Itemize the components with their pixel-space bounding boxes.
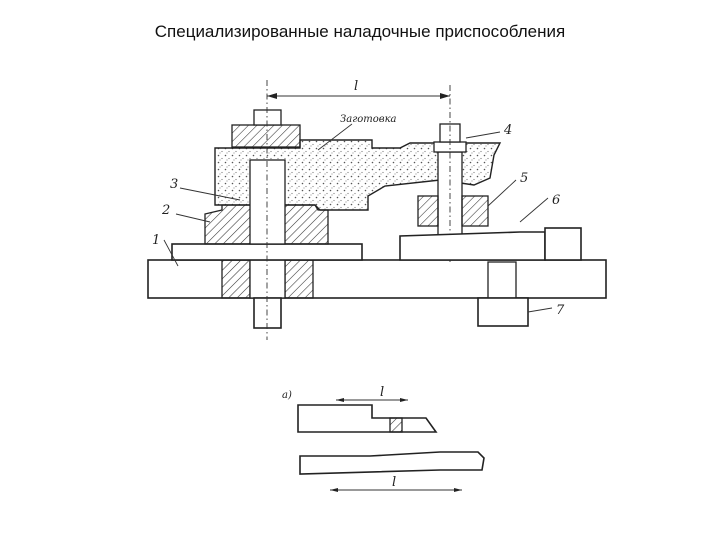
workpiece-label: Заготовка (340, 114, 397, 125)
part-1-label: 1 (152, 233, 160, 248)
left-bolt (231, 80, 301, 340)
clamp-5 (417, 195, 489, 227)
bracket-6 (399, 227, 582, 261)
base-plate (147, 259, 607, 299)
nut-7 (477, 261, 529, 327)
dim-b-label: l (392, 475, 396, 490)
sub-a-label: а) (282, 390, 292, 401)
leader-lines (163, 123, 553, 313)
sketch-a (297, 398, 438, 433)
page-title: Специализированные наладочные приспособл… (154, 22, 566, 41)
part-7-label: 7 (556, 303, 565, 318)
part-4-label: 4 (503, 123, 512, 138)
main-dimension (267, 93, 450, 99)
dim-a-label: l (380, 385, 384, 400)
dim-main-label: l (354, 79, 358, 94)
sketch-b (299, 451, 485, 492)
part-2-label: 2 (161, 203, 170, 218)
part-6-label: 6 (552, 193, 560, 208)
part-5-label: 5 (520, 171, 528, 186)
part-3-label: 3 (170, 177, 178, 192)
